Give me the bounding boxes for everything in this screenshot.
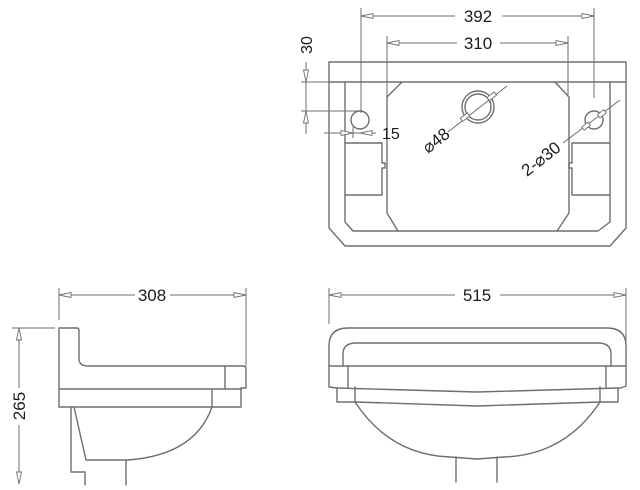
front-view-bowl xyxy=(354,401,601,460)
waste-hole-label: ⌀48 xyxy=(419,124,454,157)
dim-392-label: 392 xyxy=(464,7,492,26)
dim-265-label: 265 xyxy=(10,392,29,420)
dim-310-label: 310 xyxy=(464,34,492,53)
dim-30-label: 30 xyxy=(299,36,316,54)
top-view-outline xyxy=(328,61,627,247)
waste-hole-outer xyxy=(461,90,495,124)
side-view: 308 265 xyxy=(10,286,247,486)
front-view-outer-rim xyxy=(328,327,627,389)
dim-515-label: 515 xyxy=(463,286,491,305)
right-tap-hole xyxy=(584,110,604,130)
dim-15-label: 15 xyxy=(382,126,400,143)
side-view-bowl xyxy=(73,406,213,461)
right-deck-block xyxy=(568,142,611,196)
tap-holes-label: 2-⌀30 xyxy=(518,138,565,180)
side-view-outline xyxy=(58,327,247,408)
front-view: 515 xyxy=(328,286,627,483)
top-view-inner-rim xyxy=(344,81,611,232)
waste-hole-inner xyxy=(464,93,492,121)
top-view-bowl xyxy=(386,81,570,232)
top-view: 392 310 30 15 ⌀48 xyxy=(299,7,627,247)
left-tap-hole xyxy=(350,110,370,130)
left-deck-block xyxy=(344,142,386,196)
dim-308-label: 308 xyxy=(138,286,166,305)
